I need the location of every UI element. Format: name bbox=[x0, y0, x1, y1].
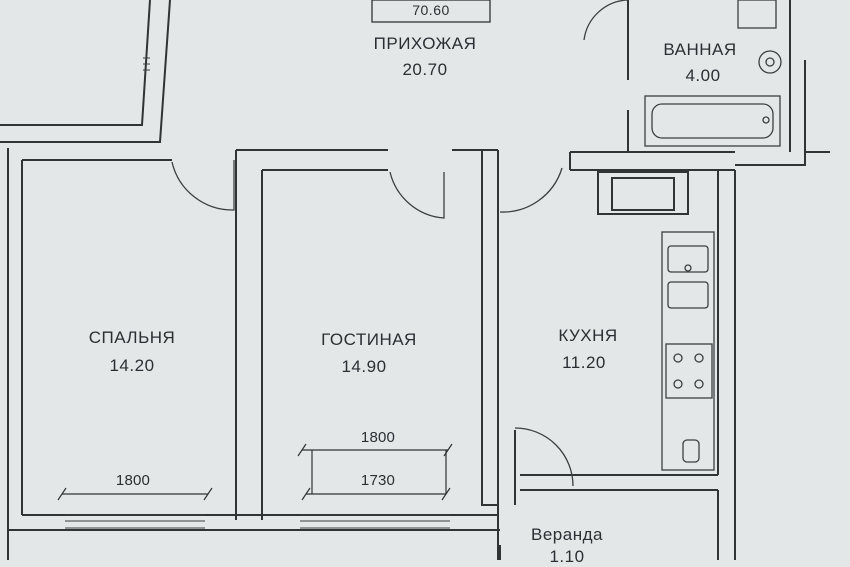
room-name-living: ГОСТИНАЯ bbox=[321, 330, 417, 349]
dimension-living-window-inner: 1730 bbox=[360, 472, 396, 489]
windows bbox=[65, 514, 450, 529]
kitchen-fixtures bbox=[661, 231, 715, 471]
room-area-kitchen: 11.20 bbox=[562, 353, 606, 372]
room-area-veranda: 1.10 bbox=[549, 547, 585, 566]
dimension-living-window-outer: 1800 bbox=[360, 429, 396, 446]
room-area-living: 14.90 bbox=[341, 357, 387, 376]
bathroom-fixtures bbox=[644, 0, 782, 147]
dimension-bedroom-window: 1800 bbox=[115, 472, 151, 489]
total-area: 70.60 bbox=[412, 2, 450, 18]
room-name-veranda: Веранда bbox=[531, 525, 603, 544]
dimension-lines bbox=[57, 443, 453, 501]
walls bbox=[0, 0, 830, 560]
room-name-bedroom: СПАЛЬНЯ bbox=[88, 328, 176, 347]
room-name-bathroom: ВАННАЯ bbox=[663, 40, 737, 59]
doors bbox=[171, 0, 629, 487]
room-area-bedroom: 14.20 bbox=[109, 356, 155, 375]
room-name-kitchen: КУХНЯ bbox=[558, 326, 618, 345]
room-area-hallway: 20.70 bbox=[402, 60, 448, 79]
room-area-bathroom: 4.00 bbox=[685, 66, 721, 85]
vent-shaft bbox=[597, 171, 689, 215]
room-name-hallway: ПРИХОЖАЯ bbox=[373, 34, 477, 53]
